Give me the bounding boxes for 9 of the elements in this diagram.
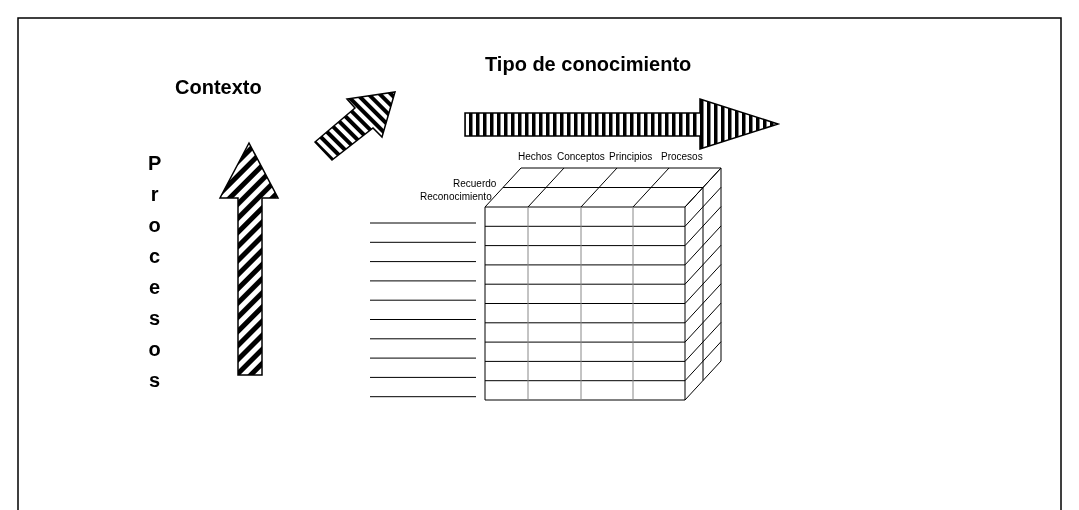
vertical-axis-label: Procesos (148, 151, 162, 393)
column-header: Conceptos (557, 151, 605, 162)
row-header: Recuerdo (453, 178, 497, 189)
context-label: Contexto (175, 76, 262, 99)
column-header: Hechos (518, 151, 552, 162)
column-header: Procesos (661, 151, 703, 162)
axis-title: Tipo de conocimiento (485, 53, 692, 76)
row-header: Reconocimiento (420, 191, 492, 202)
column-header: Principios (609, 151, 653, 162)
